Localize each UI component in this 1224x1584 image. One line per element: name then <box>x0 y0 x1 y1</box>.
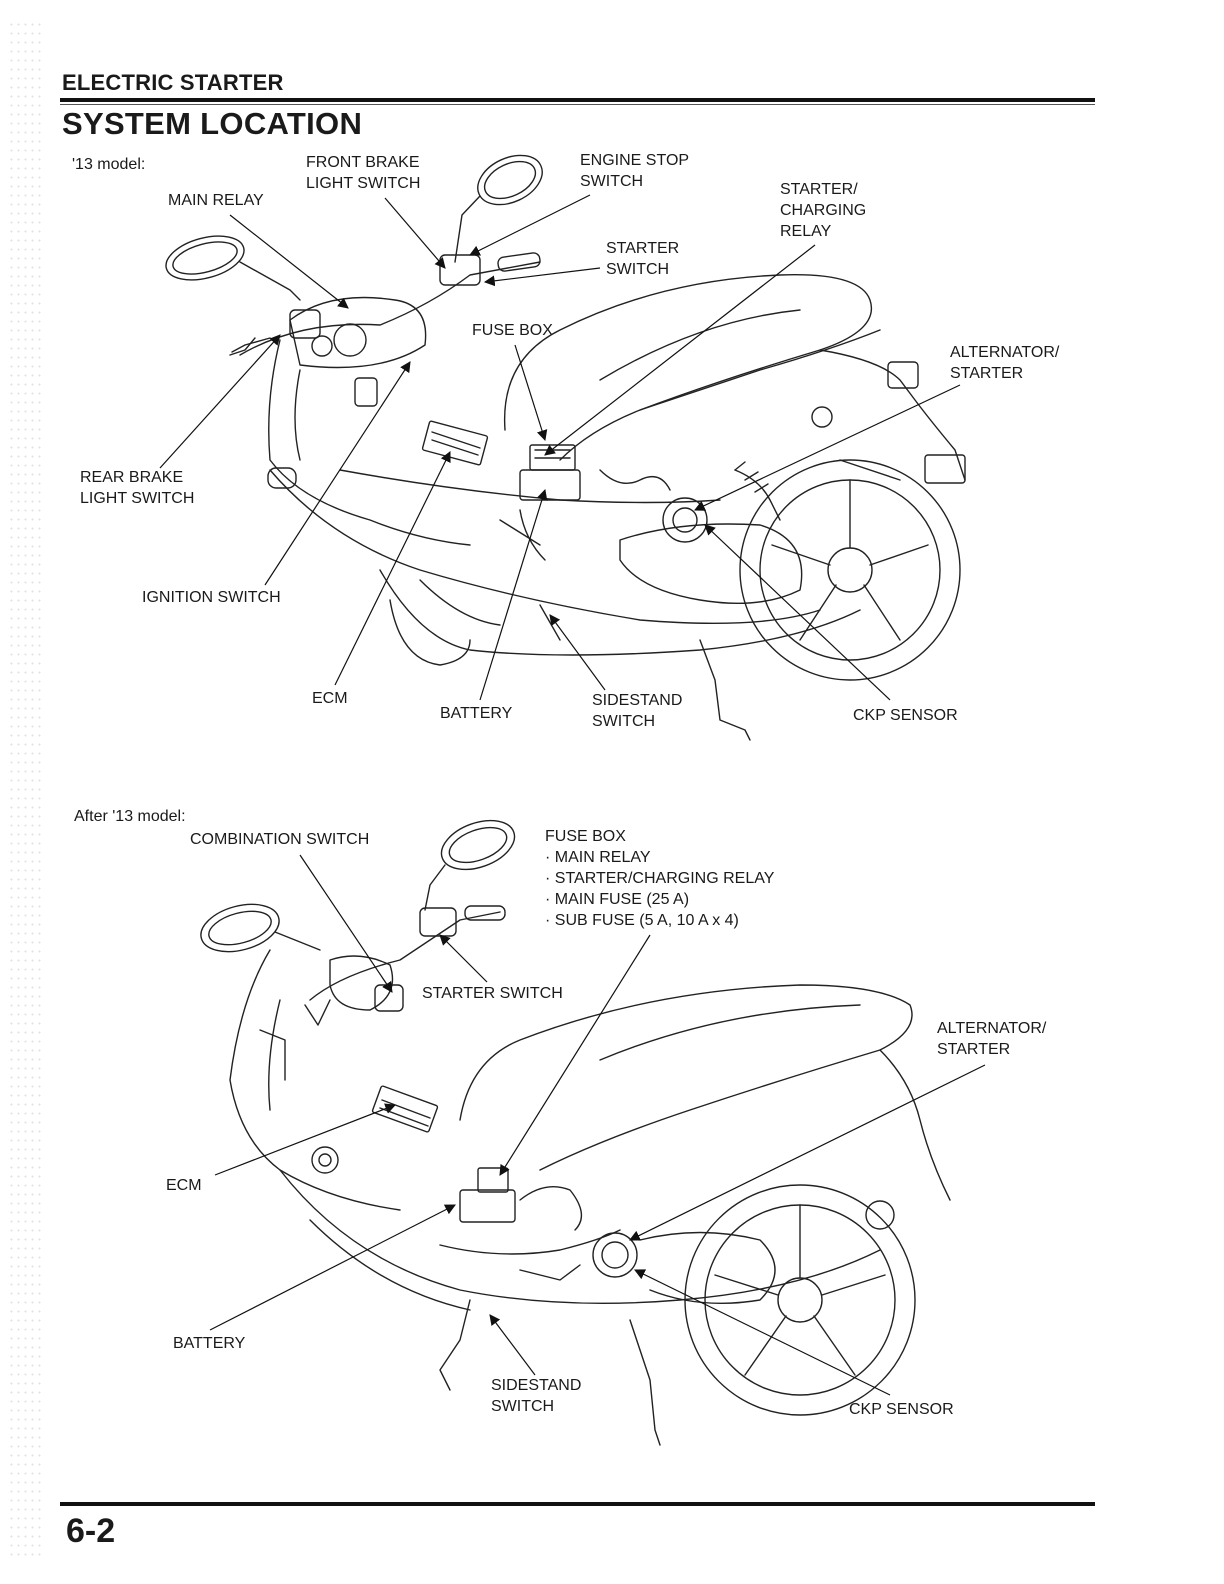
label-starter-charging-relay: STARTER/ CHARGING RELAY <box>780 181 867 240</box>
leader-ignition-switch <box>264 361 411 586</box>
model-label-2013: '13 model: <box>72 156 146 173</box>
section-header: ELECTRIC STARTER <box>62 70 284 95</box>
leader-front-brake-light-switch <box>384 197 446 269</box>
label-engine-stop-switch: ENGINE STOP SWITCH <box>580 152 690 190</box>
leader-battery <box>479 488 548 701</box>
label-ckp-sensor-2: CKP SENSOR <box>849 1401 954 1418</box>
leader-combination-switch <box>299 854 393 993</box>
label-ecm: ECM <box>312 690 348 707</box>
label-fuse-box-2: FUSE BOX MAIN RELAY STARTER/CHARGING REL… <box>545 826 774 931</box>
fuse-box-item: SUB FUSE (5 A, 10 A x 4) <box>545 910 774 931</box>
label-fuse-box: FUSE BOX <box>472 322 553 339</box>
label-starter-switch: STARTER SWITCH <box>606 240 680 278</box>
label-ckp-sensor: CKP SENSOR <box>853 707 958 724</box>
label-alternator-starter: ALTERNATOR/ STARTER <box>950 344 1060 382</box>
fuse-box-item: MAIN RELAY <box>545 847 774 868</box>
label-starter-switch-2: STARTER SWITCH <box>422 985 563 1002</box>
label-battery-2: BATTERY <box>173 1335 246 1352</box>
model-label-after-2013: After '13 model: <box>74 808 186 825</box>
leader-alternator-starter-2 <box>629 1064 986 1241</box>
fuse-box-item: MAIN FUSE (25 A) <box>545 889 774 910</box>
label-ecm-2: ECM <box>166 1177 202 1194</box>
leader-fuse-box <box>514 344 548 442</box>
label-sidestand-switch: SIDESTAND SWITCH <box>592 692 683 730</box>
leader-fuse-box-2 <box>499 934 651 1176</box>
fuse-box-contents: MAIN RELAY STARTER/CHARGING RELAY MAIN F… <box>545 847 775 931</box>
leader-sidestand-switch-2 <box>489 1314 536 1376</box>
header-rule-thin <box>60 104 1095 105</box>
leader-starter-charging-relay <box>544 244 816 456</box>
label-sidestand-switch-2: SIDESTAND SWITCH <box>491 1377 582 1415</box>
leader-sidestand-switch <box>549 614 606 691</box>
label-rear-brake-light-switch: REAR BRAKE LIGHT SWITCH <box>80 469 195 507</box>
leader-battery-2 <box>209 1204 456 1331</box>
label-alternator-starter-2: ALTERNATOR/ STARTER <box>937 1020 1047 1058</box>
scooter-illustration-after-2013 <box>200 819 951 1446</box>
leader-ckp-sensor-2 <box>634 1269 891 1396</box>
leader-ecm-2 <box>214 1103 397 1176</box>
header-rule <box>60 98 1095 102</box>
leader-ecm <box>334 451 451 686</box>
label-battery: BATTERY <box>440 705 513 722</box>
label-ignition-switch: IGNITION SWITCH <box>142 589 281 606</box>
leader-starter-switch <box>483 267 601 287</box>
fuse-box-item: STARTER/CHARGING RELAY <box>545 868 775 889</box>
leader-alternator-starter <box>694 384 961 511</box>
label-main-relay: MAIN RELAY <box>168 192 264 209</box>
label-front-brake-light-switch: FRONT BRAKE LIGHT SWITCH <box>306 154 421 192</box>
leader-rear-brake-light-switch <box>159 334 281 469</box>
scan-edge-noise <box>8 20 44 1560</box>
leader-ckp-sensor <box>704 524 891 701</box>
scooter-illustration-2013 <box>165 154 966 741</box>
label-combination-switch: COMBINATION SWITCH <box>190 831 370 848</box>
page-number: 6-2 <box>66 1512 116 1550</box>
footer-rule <box>60 1502 1095 1506</box>
leader-engine-stop-switch <box>469 194 591 256</box>
leader-main-relay <box>229 214 349 309</box>
page-title: SYSTEM LOCATION <box>62 106 363 141</box>
leader-starter-switch-2 <box>439 934 488 983</box>
